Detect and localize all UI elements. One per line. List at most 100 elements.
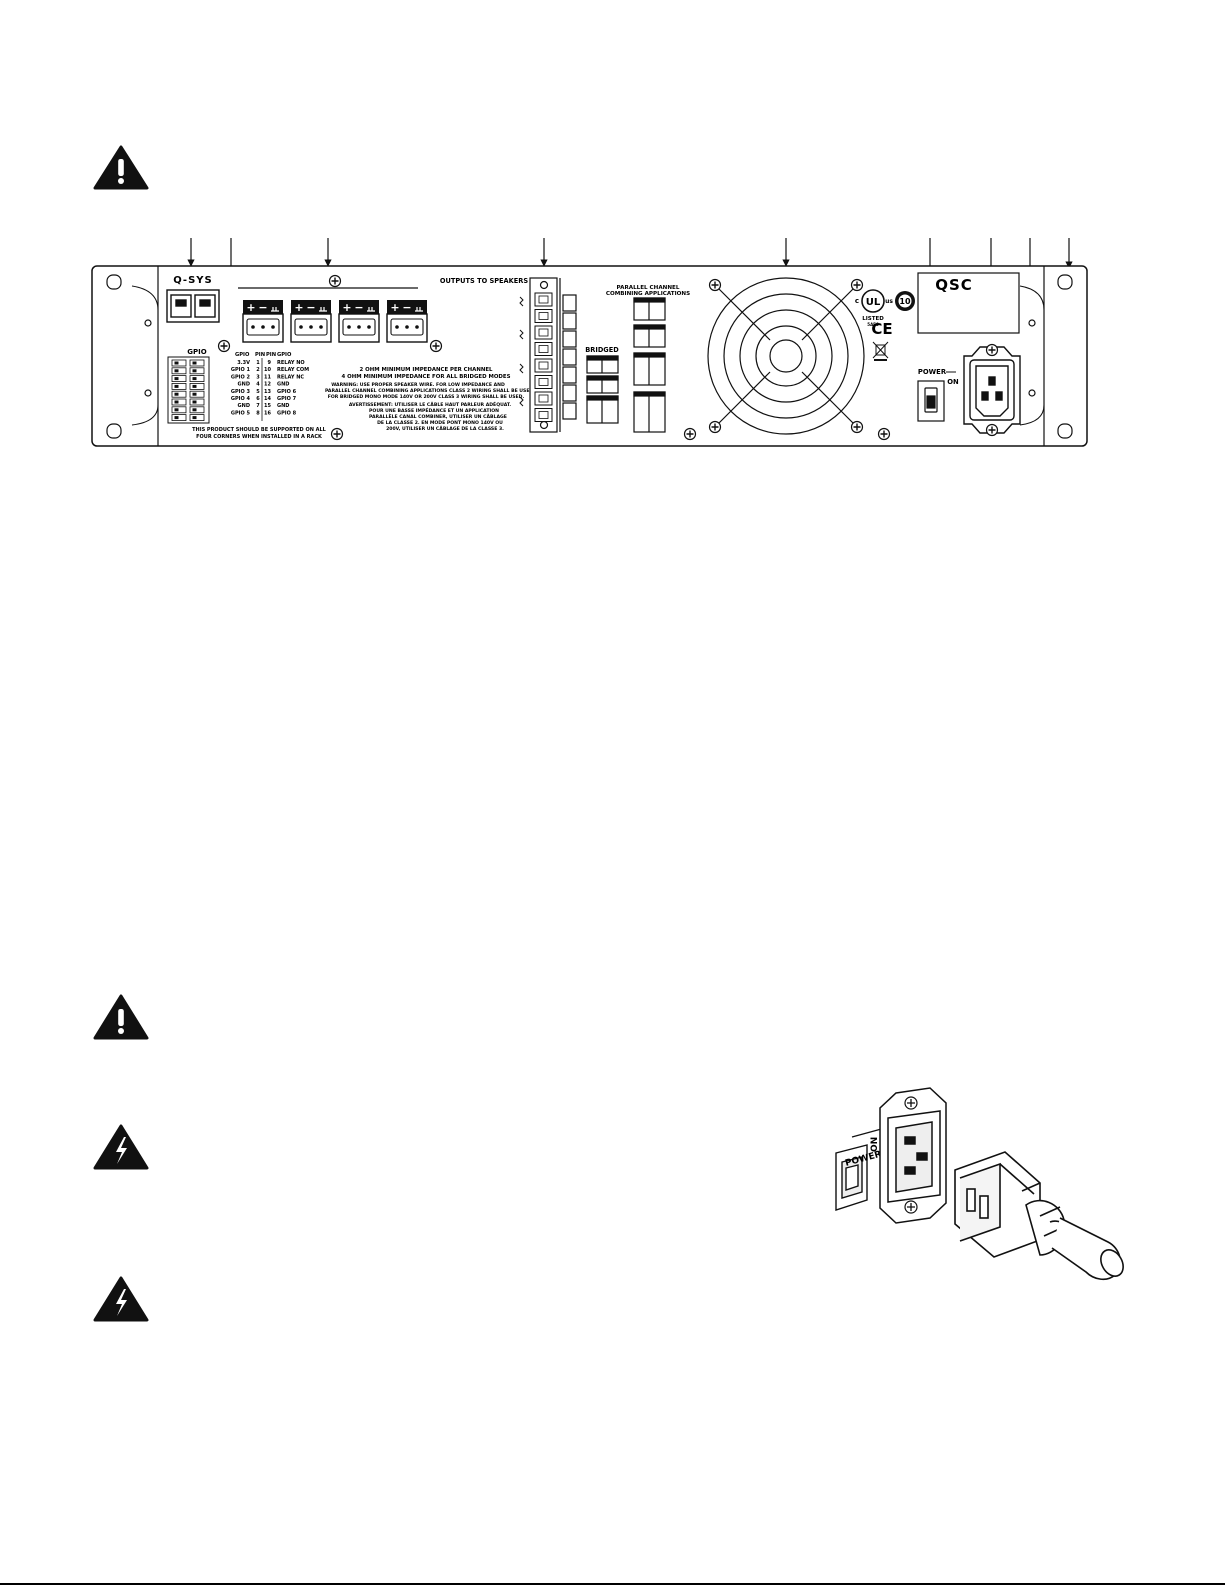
ground-icon xyxy=(367,307,375,312)
input-pin xyxy=(261,325,265,329)
fan-grille xyxy=(707,277,865,435)
iec-power-inlet xyxy=(963,346,1021,434)
input-plus: + xyxy=(390,301,399,314)
svg-text:LISTED: LISTED xyxy=(862,316,884,322)
gpio-pin xyxy=(189,375,205,383)
input-pin xyxy=(395,325,399,329)
output-terminal-screw xyxy=(538,361,549,370)
gpio-row-label: GPIO 2 xyxy=(231,374,251,380)
warning-icon xyxy=(93,145,149,190)
gpio-pin-dot xyxy=(174,369,179,373)
gpio-title: GPIO xyxy=(187,348,206,356)
qsys-logo: Q-SYS xyxy=(173,275,212,286)
input-minus: − xyxy=(258,301,267,314)
gpio-row-pin: 6 xyxy=(256,396,260,402)
warning-fr-3: PARALLÈLE CANAL COMBINER, UTILISER UN CÂ… xyxy=(369,412,507,420)
gpio-pin-dot xyxy=(192,377,197,381)
gpio-header-cell: PIN xyxy=(255,352,265,358)
speaker-output-connector xyxy=(529,277,561,433)
gpio-pin-dot xyxy=(192,392,197,396)
gpio-pin-dot xyxy=(192,384,197,388)
gpio-connector xyxy=(167,356,210,424)
ground-icon xyxy=(319,307,327,312)
gpio-row-pin: 2 xyxy=(256,367,260,373)
warning-fr-4: DE LA CLASSE 2. EN MODE PONT MONO 140V O… xyxy=(377,420,503,426)
outputs-title: OUTPUTS TO SPEAKERS xyxy=(440,277,528,285)
warning-fr-2: POUR UNE BASSE IMPÉDANCE ET UN APPLICATI… xyxy=(369,406,499,414)
input-pin xyxy=(319,325,323,329)
gpio-row-label: RELAY NC xyxy=(277,374,304,380)
input-pin xyxy=(357,325,361,329)
gpio-pin xyxy=(189,382,205,390)
gpio-header-cell: GPIO xyxy=(235,352,250,358)
bridged-diagrams xyxy=(586,355,619,424)
gpio-pin xyxy=(189,414,205,422)
electric-shock-icon xyxy=(93,1276,149,1322)
gpio-pin xyxy=(189,390,205,398)
gpio-row-pin: 8 xyxy=(256,410,260,416)
gpio-pin xyxy=(189,359,205,367)
gpio-row-label: GPIO 1 xyxy=(231,367,251,373)
gpio-pin-dot xyxy=(174,384,179,388)
svg-text:5AF6: 5AF6 xyxy=(867,322,879,327)
power-switch xyxy=(917,380,945,422)
power-cord-illustration: POWER ON xyxy=(835,1087,1124,1281)
gpio-row-label: GND xyxy=(277,382,289,388)
gpio-pin-dot xyxy=(174,392,179,396)
gpio-row-label: GPIO 5 xyxy=(231,410,251,416)
gpio-row-pin: 9 xyxy=(268,360,272,366)
gpio-pin xyxy=(171,375,187,383)
input-minus: − xyxy=(354,301,363,314)
rack-holes xyxy=(106,274,1073,439)
inset-on-label: ON xyxy=(870,1137,880,1152)
gpio-row-pin: 3 xyxy=(256,374,260,380)
input-plus: + xyxy=(246,301,255,314)
gpio-pin-dot xyxy=(192,416,197,420)
input-pin xyxy=(367,325,371,329)
gpio-row-pin: 16 xyxy=(264,410,271,416)
gpio-pin xyxy=(189,398,205,406)
gpio-pin xyxy=(171,398,187,406)
gpio-row-label: GPIO 6 xyxy=(277,389,297,395)
gpio-row-label: GPIO 3 xyxy=(231,389,251,395)
parallel-diagrams xyxy=(633,297,666,433)
svg-text:c: c xyxy=(855,297,859,305)
ground-icon xyxy=(271,307,279,312)
gpio-row-pin: 4 xyxy=(256,382,260,388)
impedance-note-2: 4 OHM MINIMUM IMPEDANCE FOR ALL BRIDGED … xyxy=(342,374,511,380)
gpio-pin xyxy=(171,414,187,422)
power-label: POWER xyxy=(918,368,947,376)
input-plus: + xyxy=(342,301,351,314)
impedance-note-1: 2 OHM MINIMUM IMPEDANCE PER CHANNEL xyxy=(360,367,494,373)
gpio-row-pin: 11 xyxy=(264,374,271,380)
output-terminal-screw xyxy=(538,312,549,320)
rack-note-1: THIS PRODUCT SHOULD BE SUPPORTED ON ALL xyxy=(192,427,327,433)
input-pin xyxy=(405,325,409,329)
warning-icon xyxy=(93,994,149,1040)
gpio-row-label: GPIO 8 xyxy=(277,410,297,416)
output-terminal-screw xyxy=(538,328,549,337)
input-plus: + xyxy=(294,301,303,314)
gpio-row-pin: 1 xyxy=(256,360,260,366)
gpio-row-label: GPIO 7 xyxy=(277,396,297,402)
gpio-pin xyxy=(171,406,187,414)
gpio-pin-dot xyxy=(174,408,179,412)
output-terminal-screw xyxy=(538,345,549,353)
gpio-row-label: RELAY NO xyxy=(277,360,305,366)
svg-text:us: us xyxy=(885,298,893,305)
gpio-row-label: RELAY COM xyxy=(277,367,309,373)
input-pin xyxy=(271,325,275,329)
parallel-label-1: PARALLEL CHANNEL xyxy=(617,285,680,291)
serial-label-area xyxy=(917,272,1020,334)
ground-icon xyxy=(415,307,423,312)
gpio-pin xyxy=(189,367,205,375)
input-minus: − xyxy=(306,301,315,314)
rack-note-2: FOUR CORNERS WHEN INSTALLED IN A RACK xyxy=(196,434,323,440)
output-terminal-screw xyxy=(538,411,549,419)
output-terminal-screw xyxy=(538,378,549,386)
warning-en-2: PARALLEL CHANNEL COMBINING APPLICATIONS … xyxy=(325,388,535,394)
input-minus: − xyxy=(402,301,411,314)
gpio-pin-dot xyxy=(192,408,197,412)
gpio-row-label: GND xyxy=(277,403,289,409)
